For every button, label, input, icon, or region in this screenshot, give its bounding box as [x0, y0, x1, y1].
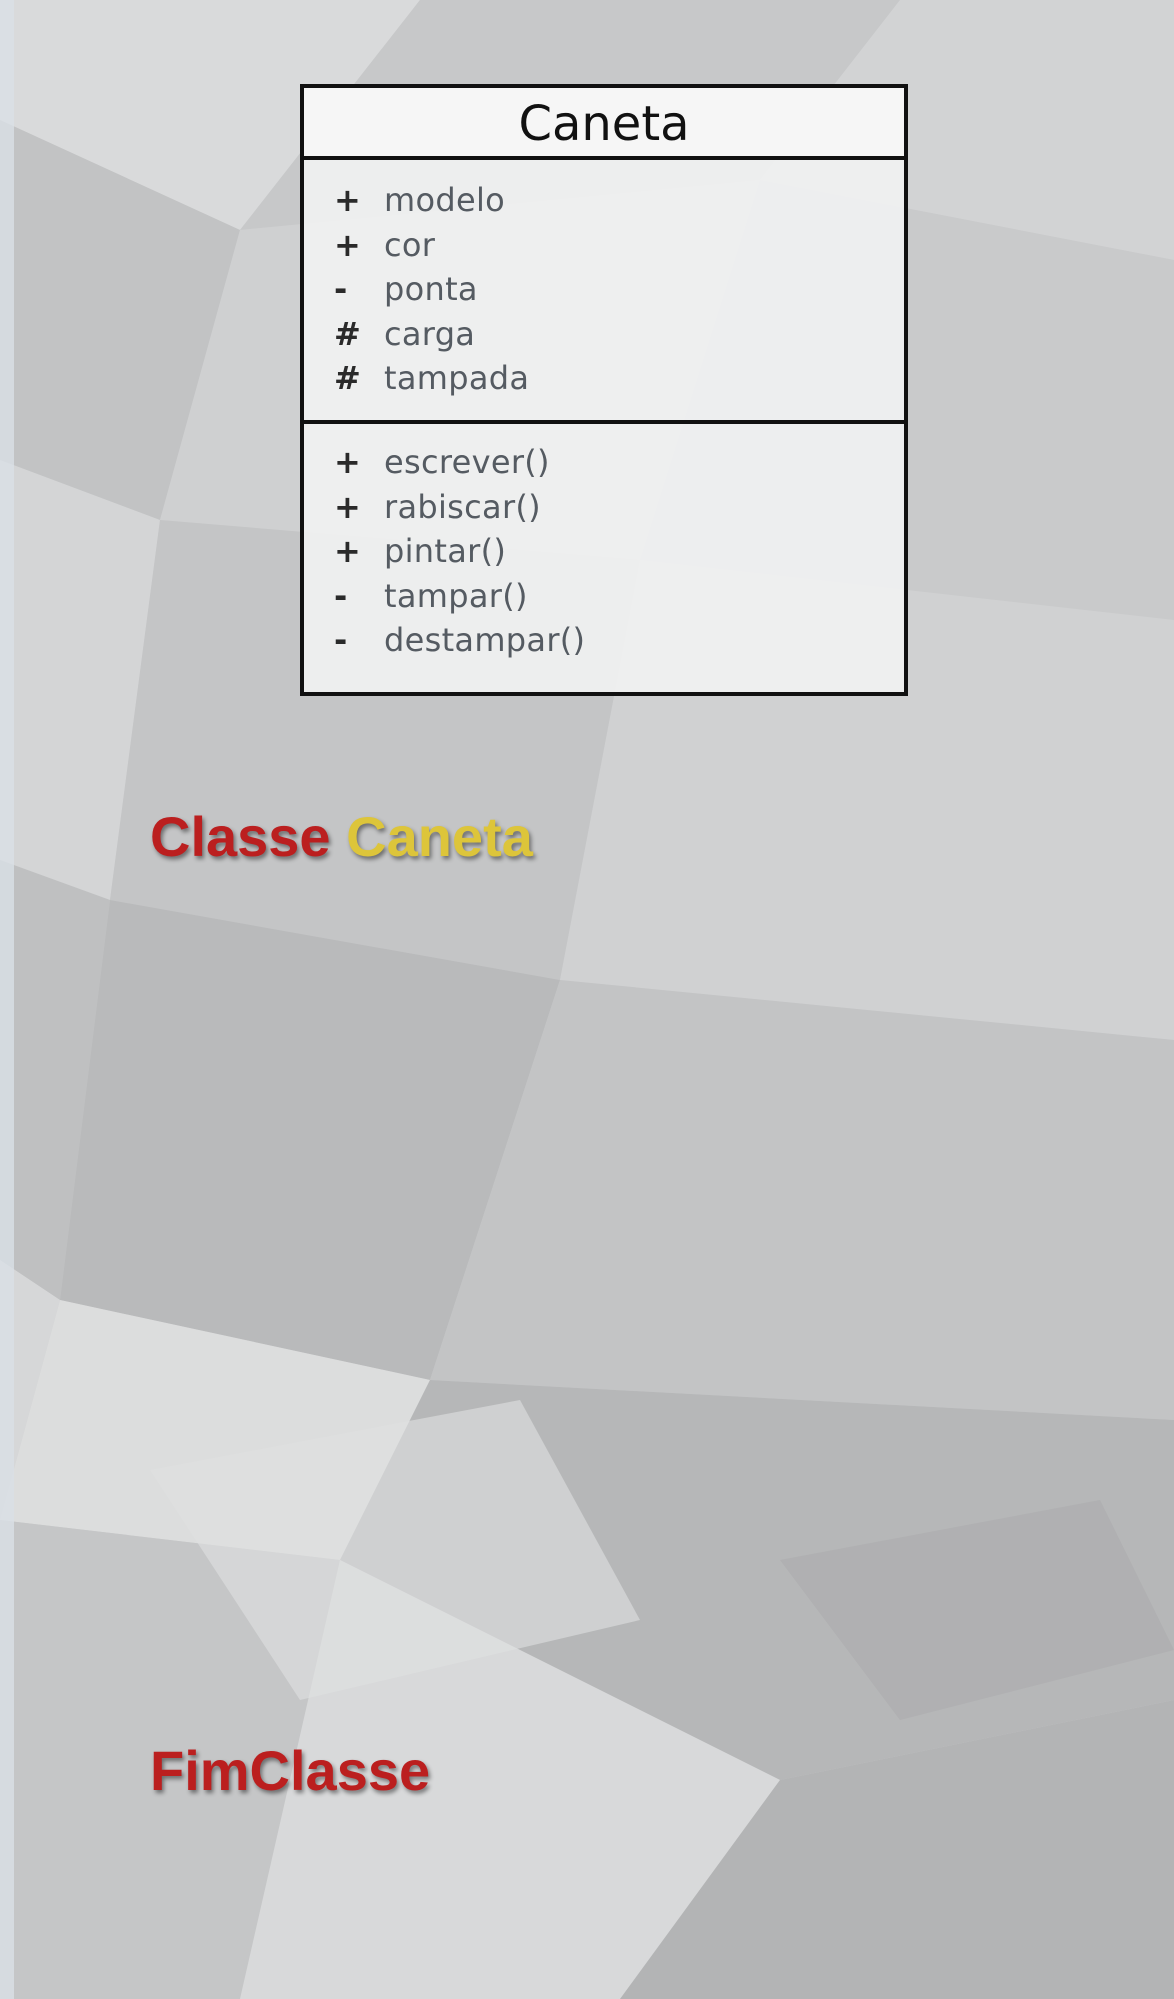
- class-declaration-line: Classe Caneta: [150, 804, 533, 869]
- uml-attribute: # tampada: [328, 356, 904, 401]
- attribute-name: carga: [384, 314, 476, 353]
- visibility-marker: +: [334, 487, 361, 526]
- method-name: tampar(): [384, 576, 528, 615]
- visibility-marker: +: [334, 443, 361, 482]
- uml-method: + pintar(): [328, 529, 904, 574]
- uml-attribute: + cor: [328, 223, 904, 268]
- method-name: destampar(): [384, 621, 586, 660]
- class-name-text: Caneta: [346, 805, 533, 868]
- uml-attribute: + modelo: [328, 178, 904, 223]
- visibility-marker: +: [334, 225, 361, 264]
- end-class-keyword: FimClasse: [150, 1739, 431, 1802]
- visibility-marker: -: [334, 621, 348, 660]
- visibility-marker: +: [334, 532, 361, 571]
- uml-attribute: - ponta: [328, 267, 904, 312]
- uml-attribute: # carga: [328, 312, 904, 357]
- visibility-marker: #: [334, 359, 361, 398]
- visibility-marker: #: [334, 314, 361, 353]
- uml-method: + rabiscar(): [328, 485, 904, 530]
- method-name: rabiscar(): [384, 487, 541, 526]
- visibility-marker: +: [334, 181, 361, 220]
- uml-attributes-section: + modelo + cor - ponta # carga # tampada: [304, 160, 904, 424]
- uml-methods-section: + escrever() + rabiscar() + pintar() - t…: [304, 424, 904, 663]
- visibility-marker: -: [334, 270, 348, 309]
- class-end-line: FimClasse: [150, 1738, 430, 1803]
- uml-method: + escrever(): [328, 440, 904, 485]
- class-keyword: Classe: [150, 805, 331, 868]
- attribute-name: tampada: [384, 359, 530, 398]
- attribute-name: modelo: [384, 181, 506, 220]
- uml-class-name: Caneta: [304, 88, 904, 160]
- visibility-marker: -: [334, 576, 348, 615]
- uml-method: - destampar(): [328, 618, 904, 663]
- attribute-name: ponta: [384, 270, 478, 309]
- method-name: pintar(): [384, 532, 507, 571]
- method-name: escrever(): [384, 443, 550, 482]
- uml-class-box: Caneta + modelo + cor - ponta # carga # …: [300, 84, 908, 696]
- uml-method: - tampar(): [328, 574, 904, 619]
- attribute-name: cor: [384, 225, 436, 264]
